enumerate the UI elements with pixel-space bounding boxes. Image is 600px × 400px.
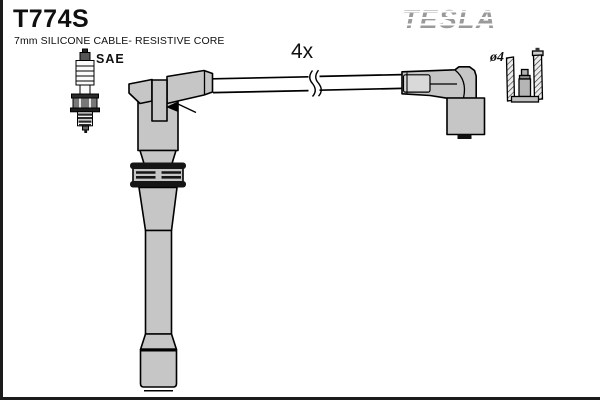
cable-break-mark	[315, 69, 322, 97]
product-subtitle: 7mm SILICONE CABLE- RESISTIVE CORE	[14, 35, 225, 47]
quantity-label: 4x	[291, 40, 314, 63]
terminal-cross-section-icon	[505, 47, 544, 103]
cable-break-mark	[309, 70, 316, 97]
terminal-diameter-label: ø4	[490, 50, 504, 65]
border-frame-bottom	[0, 397, 600, 400]
tesla-logo-stripes	[402, 6, 502, 33]
sae-terminal-label: SAE	[96, 52, 125, 66]
tesla-logo: TESLA	[402, 5, 502, 33]
distributor-boot	[401, 66, 486, 139]
spark-plug-icon	[70, 48, 100, 133]
border-frame-left	[0, 0, 3, 400]
ignition-cable	[212, 69, 403, 97]
spark-plug-boot	[128, 69, 214, 392]
part-number: T774S	[13, 5, 90, 33]
